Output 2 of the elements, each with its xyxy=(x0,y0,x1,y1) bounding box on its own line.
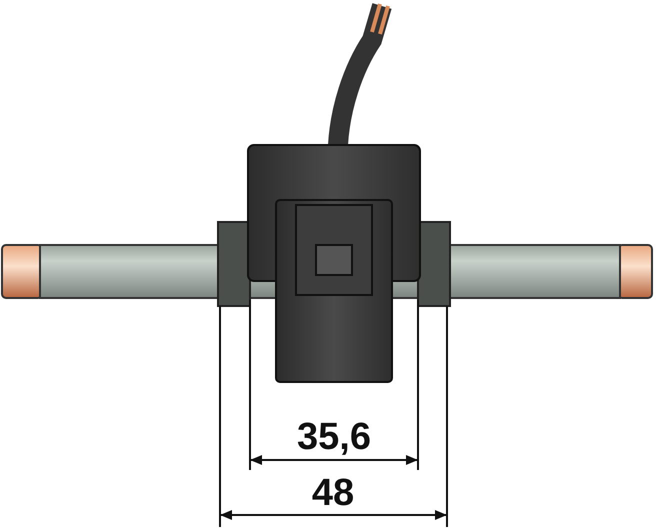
dimension-label: 35,6 xyxy=(297,418,371,456)
dimension-label: 48 xyxy=(312,474,354,512)
